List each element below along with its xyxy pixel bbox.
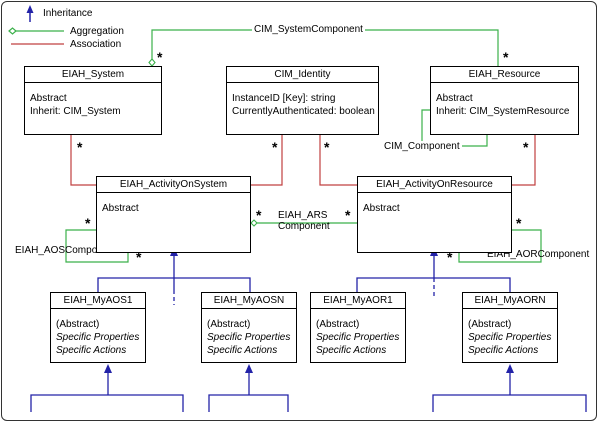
multiplicity-star: *	[345, 207, 351, 223]
class-attribute: Specific Properties	[316, 332, 400, 343]
aggregation-diamond	[148, 58, 156, 67]
cim-system-component-link	[151, 29, 499, 66]
aor-component-label: EIAH_AORComponent	[487, 249, 590, 260]
ars-component-label-line1: EIAH_ARS	[278, 210, 328, 221]
multiplicity-star: *	[272, 139, 278, 155]
multiplicity-star: *	[324, 139, 330, 155]
legend-inheritance-symbol	[26, 5, 34, 22]
class-attribute: Inherit: CIM_System	[30, 106, 121, 117]
class-eiah-activity-on-system[interactable]: EIAH_ActivityOnSystem Abstract	[96, 176, 251, 253]
class-name: EIAH_System	[25, 67, 161, 83]
class-attribute: Specific Actions	[56, 345, 127, 356]
legend-association-label: Association	[70, 39, 122, 50]
inheritance-to-activity-on-resource	[356, 254, 511, 299]
identity-activity-on-system-association	[251, 135, 283, 186]
class-eiah-system[interactable]: EIAH_System Abstract Inherit: CIM_System	[24, 66, 162, 135]
multiplicity-star: *	[503, 49, 509, 65]
inheritance-arrowhead	[506, 364, 514, 373]
inheritance-to-my-aos1	[30, 371, 184, 412]
multiplicity-star: *	[136, 249, 142, 265]
class-attribute: Specific Properties	[207, 332, 291, 343]
multiplicity-star: *	[523, 139, 529, 155]
class-attribute: Abstract	[102, 203, 139, 214]
class-name: CIM_Identity	[227, 67, 378, 83]
multiplicity-star: *	[256, 207, 262, 223]
class-attribute: Specific Actions	[207, 345, 278, 356]
class-eiah-my-aosn[interactable]: EIAH_MyAOSN (Abstract) Specific Properti…	[201, 292, 297, 363]
legend-inheritance-label: Inheritance	[43, 8, 93, 19]
aos-component-label: EIAH_AOSComponent	[15, 245, 117, 256]
resource-activity-association	[512, 135, 536, 186]
legend-aggregation-symbol	[8, 27, 64, 35]
class-attribute: (Abstract)	[316, 319, 360, 330]
legend-aggregation-label: Aggregation	[70, 26, 124, 37]
class-attribute: Specific Actions	[316, 345, 387, 356]
class-attribute: (Abstract)	[56, 319, 100, 330]
class-name: EIAH_MyAOR1	[311, 293, 405, 309]
class-name: EIAH_MyAOS1	[51, 293, 145, 309]
class-name: EIAH_MyAOSN	[202, 293, 296, 309]
class-cim-identity[interactable]: CIM_Identity InstanceID [Key]: string Cu…	[226, 66, 379, 135]
class-attribute: (Abstract)	[207, 319, 251, 330]
class-name: EIAH_ActivityOnResource	[358, 177, 511, 193]
class-eiah-my-aorn[interactable]: EIAH_MyAORN (Abstract) Specific Properti…	[462, 292, 558, 363]
class-attribute: Specific Actions	[468, 345, 539, 356]
class-eiah-resource[interactable]: EIAH_Resource Abstract Inherit: CIM_Syst…	[430, 66, 579, 135]
inheritance-arrowhead	[104, 364, 112, 373]
cim-component-label: CIM_Component	[382, 141, 462, 152]
multiplicity-star: *	[516, 215, 522, 231]
multiplicity-star: *	[77, 139, 83, 155]
class-eiah-my-aor1[interactable]: EIAH_MyAOR1 (Abstract) Specific Properti…	[310, 292, 406, 363]
cim-system-component-label: CIM_SystemComponent	[252, 24, 365, 35]
class-eiah-my-aos1[interactable]: EIAH_MyAOS1 (Abstract) Specific Properti…	[50, 292, 146, 363]
class-name: EIAH_MyAORN	[463, 293, 557, 309]
class-attribute: Specific Properties	[468, 332, 552, 343]
inheritance-to-activity-on-system	[97, 254, 251, 305]
class-attribute: CurrentlyAuthenticated: boolean	[232, 106, 375, 117]
class-attribute: Inherit: CIM_SystemResource	[436, 106, 570, 117]
identity-activity-on-resource-association	[319, 135, 357, 186]
class-attribute: Abstract	[363, 203, 400, 214]
class-attribute: (Abstract)	[468, 319, 512, 330]
multiplicity-star: *	[157, 49, 163, 65]
class-attribute: Abstract	[30, 93, 67, 104]
system-activity-association	[70, 135, 96, 186]
inheritance-arrowhead	[245, 364, 253, 373]
class-attribute: Specific Properties	[56, 332, 140, 343]
multiplicity-star: *	[447, 249, 453, 265]
class-attribute: InstanceID [Key]: string	[232, 93, 336, 104]
aggregation-diamond	[250, 219, 258, 227]
multiplicity-star: *	[85, 215, 91, 231]
class-attribute: Abstract	[436, 93, 473, 104]
ars-component-label-line2: Component	[278, 221, 330, 232]
class-name: EIAH_ActivityOnSystem	[97, 177, 250, 193]
aor-component-link	[458, 229, 542, 263]
aos-component-link	[65, 229, 129, 263]
inheritance-to-my-aorn	[432, 371, 587, 412]
class-name: EIAH_Resource	[431, 67, 578, 83]
class-eiah-activity-on-resource[interactable]: EIAH_ActivityOnResource Abstract	[357, 176, 512, 253]
inheritance-to-my-aosn	[208, 371, 289, 412]
